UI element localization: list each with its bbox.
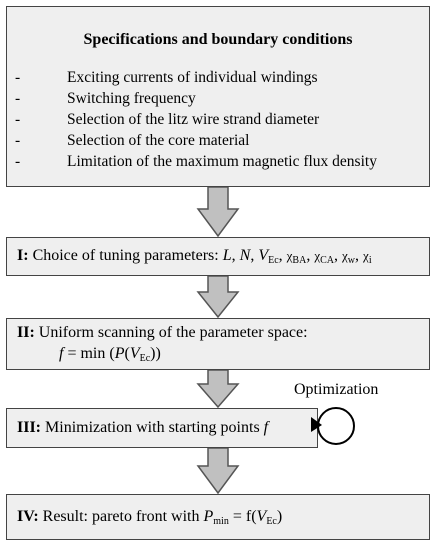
step-1-text: I: Choice of tuning parameters: L, N, VE… bbox=[17, 247, 372, 266]
step-2-text: II: Uniform scanning of the parameter sp… bbox=[17, 324, 308, 341]
flow-arrow bbox=[196, 370, 240, 408]
step-2-formula: f = min (P(VEc)) bbox=[59, 345, 161, 364]
spec-item: -Selection of the core material bbox=[15, 132, 250, 149]
step-2-box: II: Uniform scanning of the parameter sp… bbox=[6, 318, 430, 370]
optimization-label: Optimization bbox=[294, 381, 379, 398]
step-1-box: I: Choice of tuning parameters: L, N, VE… bbox=[6, 237, 430, 276]
step-4-box: IV: Result: pareto front with Pmin = f(V… bbox=[6, 494, 430, 540]
flow-arrow bbox=[196, 187, 240, 237]
spec-item: -Switching frequency bbox=[15, 90, 196, 107]
specifications-box: Specifications and boundary conditions -… bbox=[6, 6, 430, 187]
step-3-text: III: Minimization with starting points f bbox=[17, 419, 269, 436]
specifications-title: Specifications and boundary conditions bbox=[83, 31, 353, 48]
spec-item: -Selection of the litz wire strand diame… bbox=[15, 111, 320, 128]
flow-arrow bbox=[196, 276, 240, 318]
optimization-loop-icon bbox=[311, 407, 355, 445]
spec-item: -Limitation of the maximum magnetic flux… bbox=[15, 153, 377, 170]
flow-arrow bbox=[196, 448, 240, 494]
step-3-box: III: Minimization with starting points f bbox=[6, 408, 318, 448]
spec-item: -Exciting currents of individual winding… bbox=[15, 69, 318, 86]
specifications-list: -Exciting currents of individual winding… bbox=[15, 67, 377, 172]
step-4-text: IV: Result: pareto front with Pmin = f(V… bbox=[17, 508, 283, 527]
